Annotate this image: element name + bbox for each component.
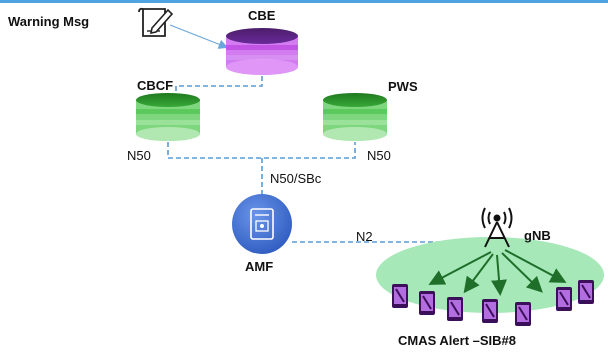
cbcf-label: CBCF — [137, 78, 174, 93]
cbcf-database-icon — [136, 93, 200, 141]
phone-icon — [556, 287, 572, 311]
warning-arrow — [169, 24, 229, 49]
cbe-database-icon — [226, 28, 298, 75]
n50-left-label: N50 — [127, 148, 151, 163]
warning-msg-label: Warning Msg — [8, 14, 90, 29]
top-border — [0, 0, 608, 3]
pws-label: PWS — [388, 79, 418, 94]
phone-icon — [578, 280, 594, 304]
gnb-tower-icon — [481, 207, 513, 248]
phone-icon — [482, 299, 498, 323]
phone-icon — [419, 291, 435, 315]
n2-label: N2 — [356, 229, 373, 244]
document-pen-icon — [138, 7, 174, 37]
phone-icon — [447, 297, 463, 321]
amf-icon — [232, 194, 292, 254]
gnb-label: gNB — [524, 228, 551, 243]
pws-database-icon — [323, 93, 387, 141]
phone-icon — [515, 302, 531, 326]
broadcast-arrows — [428, 249, 567, 296]
amf-label: AMF — [245, 259, 274, 274]
n50-right-label: N50 — [367, 148, 391, 163]
cmas-alert-caption: CMAS Alert –SIB#8 — [398, 333, 516, 348]
phone-icon — [392, 284, 408, 308]
n50-sbc-label: N50/SBc — [270, 171, 322, 186]
phone-devices — [392, 280, 594, 326]
cbe-label: CBE — [248, 8, 276, 23]
